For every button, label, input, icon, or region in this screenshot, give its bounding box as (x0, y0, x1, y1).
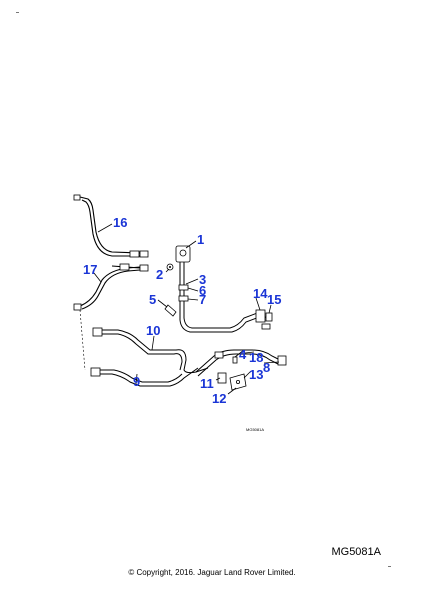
callout-3: 3 (199, 272, 206, 287)
diagram-inline-id: MG5081A (246, 427, 264, 432)
pipe-end-fitting-upper (92, 327, 103, 337)
callouts: 1 2 3 6 7 5 14 15 16 17 10 9 4 18 8 13 1… (83, 215, 281, 406)
diagram-id-label: MG5081A (331, 546, 381, 558)
union-14 (255, 309, 266, 323)
callout-7: 7 (199, 292, 206, 307)
connector-15 (265, 312, 273, 322)
callout-6: 6 (199, 283, 206, 298)
pipe-3 (175, 245, 263, 333)
callout-14: 14 (253, 286, 268, 301)
callout-10: 10 (146, 323, 160, 338)
hose-17-end-fitting-lower (73, 303, 82, 311)
callout-2: 2 (156, 267, 163, 282)
leader-lines (93, 223, 280, 395)
callout-9: 9 (133, 374, 140, 389)
bracket-12-13 (229, 373, 247, 391)
hose-17 (73, 263, 149, 311)
callout-5: 5 (149, 292, 156, 307)
bolt-18 (232, 356, 238, 364)
copyright-notice: © Copyright, 2016. Jaguar Land Rover Lim… (128, 568, 296, 577)
hose-16-nut (129, 250, 140, 258)
hose-16-end-fitting-upper (73, 194, 81, 201)
hose-16 (73, 194, 149, 258)
clip-6 (178, 284, 189, 291)
clip-11 (217, 372, 227, 384)
junction-port (179, 249, 187, 257)
callout-4: 4 (239, 347, 247, 362)
callout-15: 15 (267, 292, 281, 307)
callout-11: 11 (200, 376, 214, 391)
fitting-right (261, 323, 271, 330)
hose-16-end-fitting-lower (139, 250, 149, 258)
corner-mark-top-left (16, 12, 19, 13)
callout-13: 13 (249, 367, 263, 382)
callout-8: 8 (263, 360, 270, 375)
clip-7 (178, 295, 189, 302)
bolt-5 (164, 304, 177, 317)
callout-18: 18 (249, 350, 263, 365)
end-fitting-8 (277, 355, 287, 366)
hose-17-end-fitting-upper (139, 264, 149, 272)
callout-12: 12 (212, 391, 226, 406)
hose-17-nut (119, 263, 130, 271)
clip-4 (214, 351, 224, 359)
pipe-9-10 (90, 327, 209, 387)
connection-dashed-line (79, 309, 86, 371)
pipe-right (195, 309, 287, 377)
callout-1: 1 (197, 232, 204, 247)
callout-17: 17 (83, 262, 97, 277)
pipe-end-fitting-lower (90, 367, 101, 377)
corner-mark-bottom-right (388, 566, 391, 567)
callout-16: 16 (113, 215, 127, 230)
